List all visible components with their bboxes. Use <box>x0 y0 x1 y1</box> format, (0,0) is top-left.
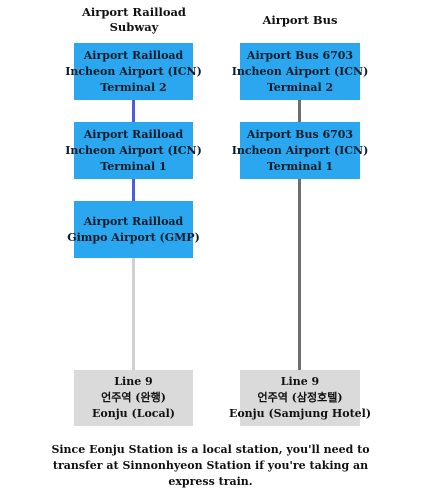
bus-connector <box>298 100 301 370</box>
bus-stop-2-line-1: Airport Bus 6703 <box>246 127 354 141</box>
bus-dest-line-3: Eonju (Samjung Hotel) <box>228 407 372 420</box>
footnote-line-1: Since Eonju Station is a local station, … <box>51 443 370 456</box>
subway-stop-1-line-3: Terminal 2 <box>100 80 167 94</box>
subway-stop-gimpo: Airport Railload Gimpo Airport (GMP) <box>67 201 200 258</box>
bus-stop-1-line-3: Terminal 2 <box>266 80 334 94</box>
subway-column-title: Airport Railload Subway <box>74 5 194 35</box>
bus-stop-incheon-t2: Airport Bus 6703 Incheon Airport (ICN) T… <box>232 43 368 100</box>
footnote-line-3: express train. <box>168 475 253 488</box>
subway-destination-eonju-local: Line 9 언주역 (완행) Eonju (Local) <box>74 370 193 426</box>
subway-title-line-1: Airport Railload <box>82 5 186 19</box>
bus-stop-incheon-t1: Airport Bus 6703 Incheon Airport (ICN) T… <box>232 122 368 179</box>
subway-title-line-2: Subway <box>109 20 159 34</box>
subway-stop-incheon-t1: Airport Railload Incheon Airport (ICN) T… <box>65 122 202 179</box>
subway-stop-1-line-2: Incheon Airport (ICN) <box>65 64 202 78</box>
subway-stop-3-line-1: Airport Railload <box>83 214 184 228</box>
bus-dest-line-2: 언주역 (삼정호텔) <box>257 391 343 404</box>
subway-stop-2-line-3: Terminal 1 <box>100 159 167 173</box>
footnote-line-2: transfer at Sinnonhyeon Station if you'r… <box>52 459 369 472</box>
subway-dest-line-3: Eonju (Local) <box>91 407 175 420</box>
bus-stop-1-line-2: Incheon Airport (ICN) <box>231 64 369 78</box>
express-train-footnote: Since Eonju Station is a local station, … <box>40 442 381 490</box>
bus-title-line-1: Airport Bus <box>262 13 338 27</box>
bus-stop-1-line-1: Airport Bus 6703 <box>246 48 354 62</box>
bus-column-title: Airport Bus <box>240 13 360 28</box>
bus-dest-line-1: Line 9 <box>280 375 320 388</box>
subway-dest-line-2: 언주역 (완행) <box>101 391 166 404</box>
subway-stop-incheon-t2: Airport Railload Incheon Airport (ICN) T… <box>65 43 202 100</box>
bus-stop-2-line-3: Terminal 1 <box>266 159 334 173</box>
subway-stop-2-line-2: Incheon Airport (ICN) <box>65 143 202 157</box>
subway-walk-connector <box>132 258 135 370</box>
subway-stop-3-line-2: Gimpo Airport (GMP) <box>67 230 200 244</box>
subway-dest-line-1: Line 9 <box>114 375 153 388</box>
bus-stop-2-line-2: Incheon Airport (ICN) <box>231 143 369 157</box>
bus-destination-eonju-samjung: Line 9 언주역 (삼정호텔) Eonju (Samjung Hotel) <box>229 370 371 426</box>
subway-stop-1-line-1: Airport Railload <box>83 48 184 62</box>
subway-stop-2-line-1: Airport Railload <box>83 127 184 141</box>
